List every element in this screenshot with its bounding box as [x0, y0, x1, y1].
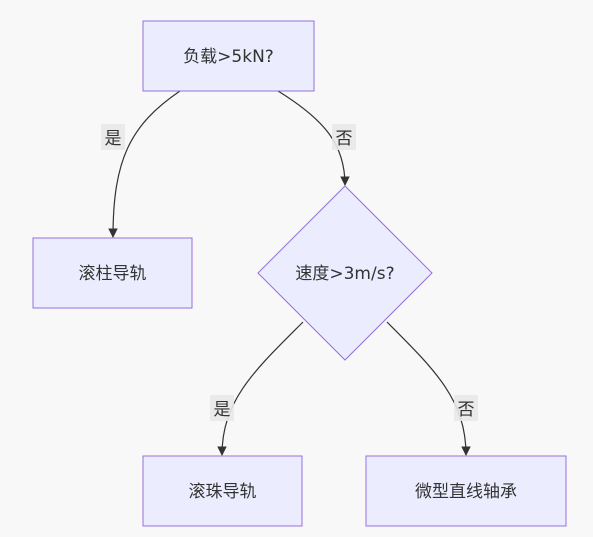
node-roller-guide: 滚柱导轨	[32, 237, 193, 309]
edge-speed-no	[386, 321, 471, 456]
node-speed-check: 速度>3m/s?	[257, 185, 433, 361]
node-ball-guide: 滚珠导轨	[142, 455, 303, 527]
svg-text:滚珠导轨: 滚珠导轨	[189, 482, 257, 502]
svg-text:速度>3m/s?: 速度>3m/s?	[295, 264, 394, 284]
edge-label-load-no: 否	[332, 124, 356, 150]
edge-label-speed-no: 否	[454, 395, 478, 421]
edge-load-no	[277, 90, 350, 186]
svg-text:负载>5kN?: 负载>5kN?	[183, 47, 274, 67]
node-micro-bearing: 微型直线轴承	[365, 455, 567, 527]
svg-text:否: 否	[336, 129, 353, 149]
svg-text:是: 是	[214, 400, 231, 420]
edge-label-speed-yes: 是	[210, 395, 234, 421]
svg-text:微型直线轴承: 微型直线轴承	[415, 482, 517, 502]
edge-speed-yes	[217, 321, 304, 456]
svg-text:是: 是	[105, 129, 122, 149]
node-load-check: 负载>5kN?	[142, 20, 315, 92]
edge-load-yes	[108, 90, 181, 238]
svg-text:滚柱导轨: 滚柱导轨	[79, 264, 147, 284]
edge-label-load-yes: 是	[101, 124, 125, 150]
svg-text:否: 否	[458, 400, 475, 420]
